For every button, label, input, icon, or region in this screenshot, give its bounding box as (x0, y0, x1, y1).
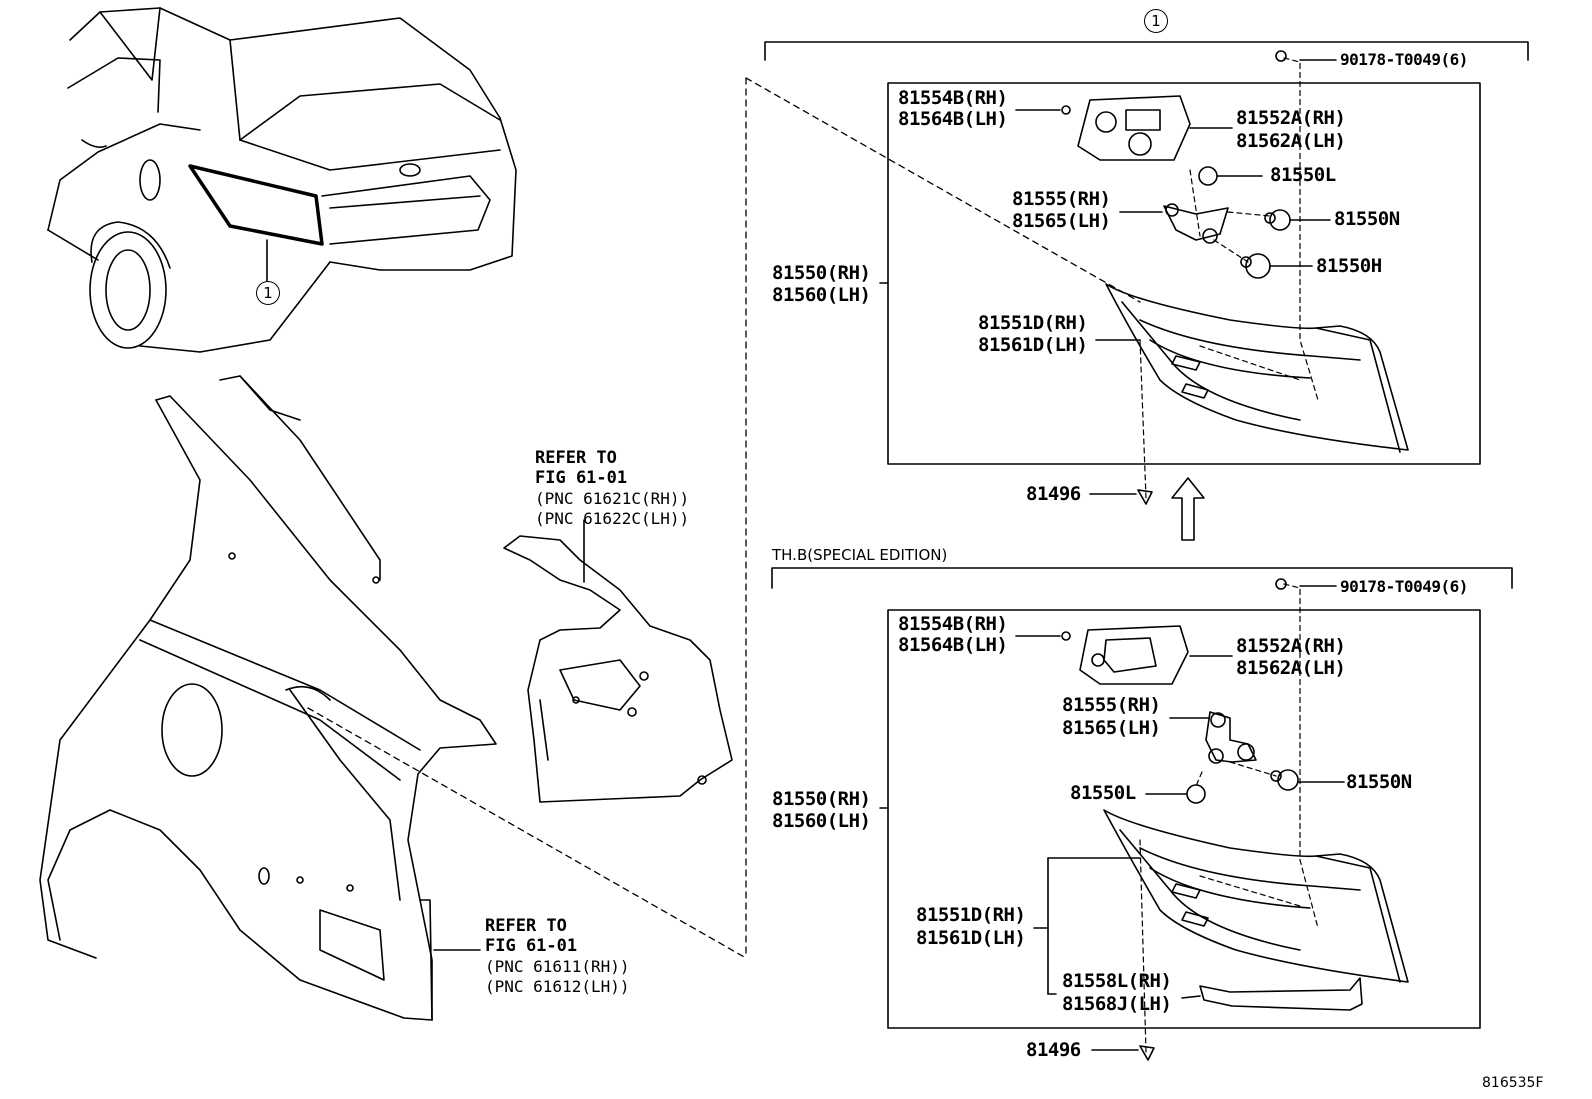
special-gasket-rh: 81554B(RH) (898, 613, 1008, 635)
inner-panel-illustration (503, 535, 733, 803)
top-bulb-n: 81550N (1334, 208, 1400, 230)
special-gasket-lh: 81564B(LH) (898, 634, 1008, 656)
top-assy-lh: 81560(LH) (772, 284, 871, 306)
quarter-panel-illustration (39, 375, 497, 1021)
special-lens-rh: 81551D(RH) (916, 904, 1026, 926)
top-lens-rh: 81551D(RH) (978, 312, 1088, 334)
car-rear-illustration (47, 7, 517, 353)
top-cover-rh: 81552A(RH) (1236, 107, 1346, 129)
special-garnish-lh: 81568J(LH) (1062, 993, 1172, 1015)
top-assy-rh: 81550(RH) (772, 262, 871, 284)
special-bulb-l: 81550L (1070, 782, 1136, 804)
top-screw-label: 90178-T0049(6) (1340, 50, 1468, 69)
special-assy-lh: 81560(LH) (772, 810, 871, 832)
special-screw-label: 90178-T0049(6) (1340, 577, 1468, 596)
figure-id: 816535F (1482, 1075, 1544, 1091)
refer-panel-pnc-lh: (PNC 61622C(LH)) (535, 509, 690, 528)
refer-panel-line1: REFER TO (535, 448, 617, 468)
top-cover-lh: 81562A(LH) (1236, 130, 1346, 152)
refer-fender-pnc-rh: (PNC 61611(RH)) (485, 957, 630, 976)
top-group-parts (1015, 50, 1409, 505)
refer-panel-pnc-rh: (PNC 61621C(RH)) (535, 489, 690, 508)
special-bulb-n: 81550N (1346, 771, 1412, 793)
top-lens-lh: 81561D(LH) (978, 334, 1088, 356)
special-cover-rh: 81552A(RH) (1236, 635, 1346, 657)
special-group-parts (1015, 578, 1409, 1061)
callout-marker-car: 1 (256, 281, 280, 305)
refer-fender-line1: REFER TO (485, 916, 567, 936)
top-bulb-l: 81550L (1270, 164, 1336, 186)
special-clip: 81496 (1026, 1039, 1081, 1061)
special-lens-lh: 81561D(LH) (916, 927, 1026, 949)
special-heading: TH.B(SPECIAL EDITION) (772, 546, 948, 564)
top-socket-lh: 81565(LH) (1012, 210, 1111, 232)
special-socket-rh: 81555(RH) (1062, 694, 1161, 716)
top-bulb-h: 81550H (1316, 255, 1382, 277)
top-gasket-lh: 81564B(LH) (898, 108, 1008, 130)
special-assy-rh: 81550(RH) (772, 788, 871, 810)
callout-marker-top: 1 (1144, 9, 1168, 33)
refer-fender-pnc-lh: (PNC 61612(LH)) (485, 977, 630, 996)
top-gasket-rh: 81554B(RH) (898, 87, 1008, 109)
refer-panel-line2: FIG 61-01 (535, 468, 628, 488)
refer-fender-line2: FIG 61-01 (485, 936, 578, 956)
top-clip: 81496 (1026, 483, 1081, 505)
top-socket-rh: 81555(RH) (1012, 188, 1111, 210)
special-cover-lh: 81562A(LH) (1236, 657, 1346, 679)
special-socket-lh: 81565(LH) (1062, 717, 1161, 739)
special-garnish-rh: 81558L(RH) (1062, 970, 1172, 992)
